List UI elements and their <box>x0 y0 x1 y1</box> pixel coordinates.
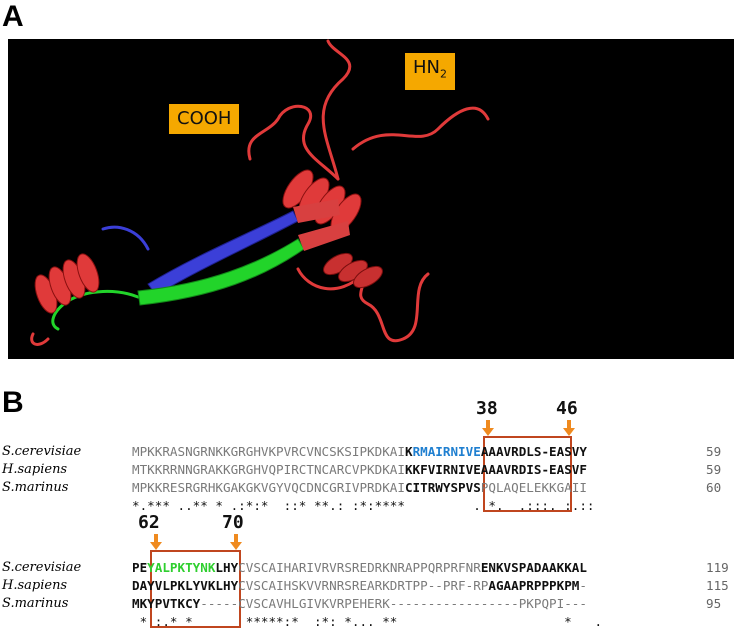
position-label-38: 38 <box>476 398 498 419</box>
species-label-row5: H.sapiens <box>2 578 68 593</box>
sequence-row3-block1: MPKKRESRGRHKGAKGKVGYVQCDNCGRIVPRDKAICITR… <box>132 480 587 495</box>
beta-strand-green-tail <box>298 221 350 251</box>
position-label-70: 70 <box>222 512 244 533</box>
position-label-46: 46 <box>556 398 578 419</box>
beta-strand-blue-tail <box>293 199 340 223</box>
helix-right <box>282 169 362 233</box>
residue-count-row5: 115 <box>706 578 729 593</box>
consensus-row-block2: * :.* * *****:* :*: *... ** * . <box>132 614 603 629</box>
residue-count-row6: 95 <box>706 596 722 611</box>
species-label-row6: S.marinus <box>2 596 69 611</box>
species-label-row1: S.cerevisiae <box>2 444 82 459</box>
highlight-box-62-70 <box>150 550 241 628</box>
species-label-row4: S.cerevisiae <box>2 560 82 575</box>
helix-left <box>34 253 100 314</box>
sequence-row3-block2: MKYPVTKCY-----CVSCAVHLGIVKVRPEHERK------… <box>132 596 587 611</box>
cooh-terminus-tag: COOH <box>169 104 240 134</box>
loop-right <box>351 106 490 151</box>
c-terminal-coil <box>321 39 352 181</box>
residue-count-row3: 60 <box>706 480 722 495</box>
panel-label-a: A <box>2 0 24 33</box>
sequence-row2-block2: DAYVLPKLYVKLHYCVSCAIHSKVVRNRSREARKDRTPP-… <box>132 578 587 593</box>
species-label-row3: S.marinus <box>2 480 69 495</box>
consensus-row-block1: *.*** ..** * .:*:* ::* **.: :*:**** . *.… <box>132 498 595 513</box>
residue-count-row2: 59 <box>706 462 722 477</box>
sequence-row1-block1: MPKKRASNGRNKKGRGHVKPVRCVNCSKSIPKDKAIKRMA… <box>132 444 587 459</box>
hn2-terminus-tag: HN2 <box>405 53 455 90</box>
loop-bottom-left <box>30 332 50 346</box>
residue-count-row4: 119 <box>706 560 729 575</box>
protein-ribbon-render <box>30 39 490 346</box>
protein-structure-panel: COOH HN2 <box>8 39 734 359</box>
residue-count-row1: 59 <box>706 444 722 459</box>
highlight-box-38-46 <box>483 436 572 512</box>
species-label-row2: H.sapiens <box>2 462 68 477</box>
helix-lower-right <box>323 252 383 289</box>
loop-left-blue <box>101 225 150 251</box>
hn2-tag-subscript: 2 <box>440 67 447 81</box>
position-label-62: 62 <box>138 512 160 533</box>
sequence-row2-block1: MTKKRRNNGRAKKGRGHVQPIRCTNCARCVPKDKAIKKFV… <box>132 462 587 477</box>
panel-label-b: B <box>2 386 24 419</box>
loop-top <box>247 104 340 181</box>
sequence-row1-block2: PEYALPKTYNKLHYCVSCAIHARIVRVRSREDRKNRAPPQ… <box>132 560 587 575</box>
hn2-tag-base: HN <box>413 57 440 78</box>
